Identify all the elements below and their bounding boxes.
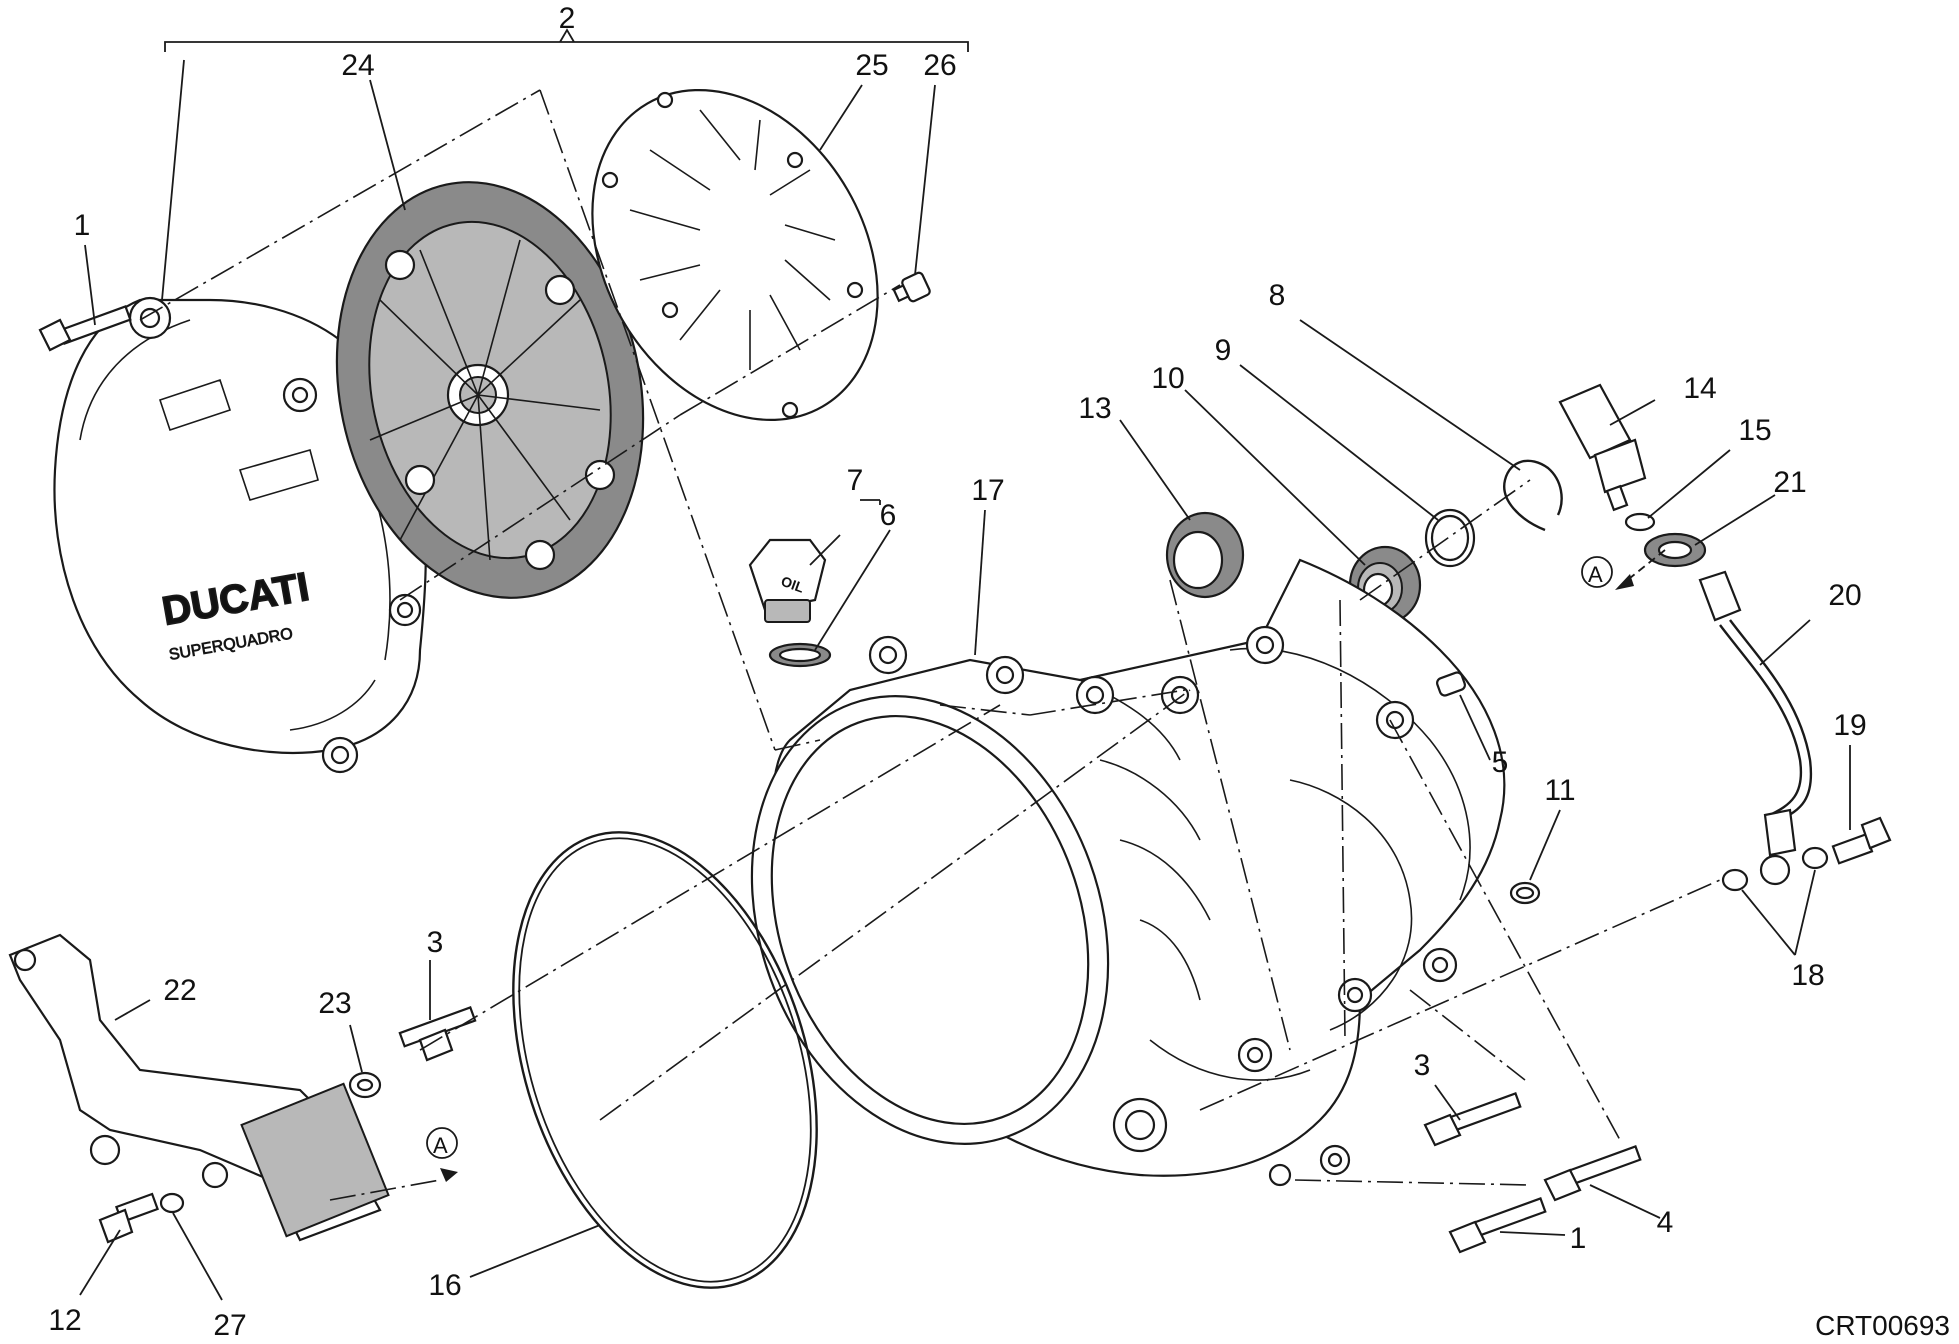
clutch-cover-gasket xyxy=(335,181,645,599)
view-marker-label: A xyxy=(1588,562,1603,587)
callout-1: 1 xyxy=(1570,1222,1587,1255)
o-ring-16 xyxy=(512,831,818,1289)
circlip-8 xyxy=(1503,459,1563,532)
washer-27 xyxy=(159,1192,185,1214)
callout-10: 10 xyxy=(1151,362,1184,395)
view-marker-label: A xyxy=(433,1133,448,1158)
washer-15 xyxy=(1624,512,1656,532)
callout-12: 12 xyxy=(48,1304,81,1337)
callout-8: 8 xyxy=(1269,279,1286,312)
oil-pipe-20 xyxy=(1698,570,1813,886)
callout-18: 18 xyxy=(1791,959,1824,992)
bolt-3-left xyxy=(398,1006,477,1062)
callout-1: 1 xyxy=(74,209,91,242)
bolt-12 xyxy=(98,1192,160,1244)
callout-4: 4 xyxy=(1657,1206,1674,1239)
inspection-cover xyxy=(591,88,879,422)
callout-17: 17 xyxy=(971,474,1004,507)
callout-7: 7 xyxy=(847,464,864,497)
callout-19: 19 xyxy=(1833,709,1866,742)
callout-5: 5 xyxy=(1492,746,1509,779)
bolt-3-right xyxy=(1423,1092,1522,1147)
callout-25: 25 xyxy=(855,49,888,82)
group-bracket-2 xyxy=(161,28,969,301)
oil-filler-cap: OIL xyxy=(748,538,832,668)
callout-27: 27 xyxy=(213,1309,246,1342)
callout-13: 13 xyxy=(1078,392,1111,425)
view-marker-a-right: A xyxy=(1581,549,1666,590)
bolt-1-bottom xyxy=(1448,1197,1547,1254)
seal-13 xyxy=(1165,511,1245,599)
ring-9 xyxy=(1424,508,1476,568)
callout-20: 20 xyxy=(1828,579,1861,612)
oil-cap-label: OIL xyxy=(779,573,807,596)
callout-14: 14 xyxy=(1683,372,1716,405)
callout-15: 15 xyxy=(1738,414,1771,447)
callout-26: 26 xyxy=(923,49,956,82)
callout-22: 22 xyxy=(163,974,196,1007)
callout-11: 11 xyxy=(1544,774,1575,807)
screw-26 xyxy=(892,271,931,303)
washer-21 xyxy=(1643,532,1707,568)
washers-18 xyxy=(1721,846,1829,892)
callout-16: 16 xyxy=(428,1269,461,1302)
callout-9: 9 xyxy=(1215,334,1232,367)
sensor-14 xyxy=(1558,383,1647,512)
bolt-19 xyxy=(1831,816,1892,865)
drawing-code: CRT00693 xyxy=(1815,1310,1950,1341)
callout-21: 21 xyxy=(1773,466,1806,499)
leader-lines xyxy=(79,79,1851,1301)
view-marker-a-left: A xyxy=(426,1127,458,1182)
callout-23: 23 xyxy=(318,987,351,1020)
callouts: 2 1 24 25 26 7 6 17 13 10 9 8 14 15 21 2… xyxy=(48,2,1866,1342)
clutch-housing xyxy=(750,558,1506,1187)
bracket-22 xyxy=(8,933,390,1242)
callout-6: 6 xyxy=(880,499,897,532)
callout-3: 3 xyxy=(427,926,444,959)
o-ring-11 xyxy=(1509,881,1541,905)
clutch-cover: DUCATI SUPERQUADRO xyxy=(53,296,427,774)
callout-2: 2 xyxy=(559,2,576,35)
washer-23 xyxy=(348,1071,382,1099)
dowel-5 xyxy=(1436,671,1466,697)
bolt-4 xyxy=(1543,1145,1642,1202)
callout-3: 3 xyxy=(1414,1049,1431,1082)
callout-24: 24 xyxy=(341,49,374,82)
axis-lines xyxy=(139,89,1721,1201)
